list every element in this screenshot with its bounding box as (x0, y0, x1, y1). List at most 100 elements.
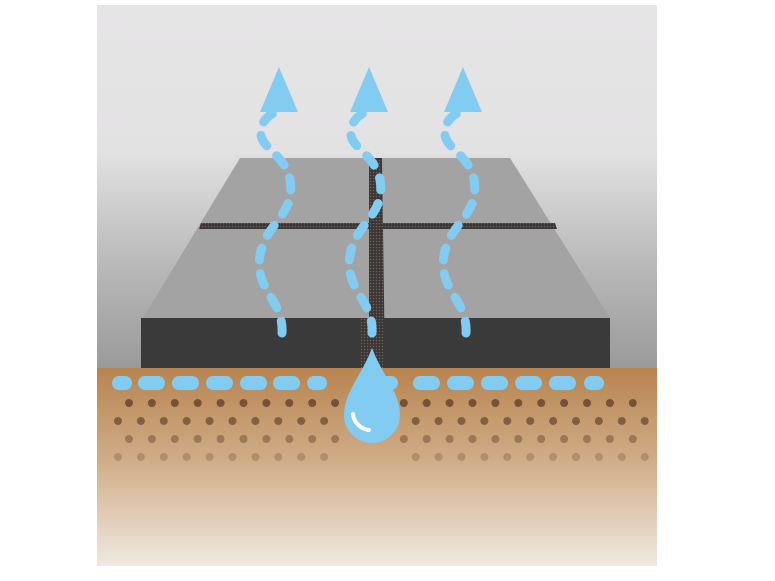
soil-pebble (503, 417, 512, 425)
soil-pebble (445, 435, 454, 443)
soil-pebble (274, 453, 283, 461)
soil-pebble (526, 417, 535, 425)
soil-pebble (205, 417, 214, 425)
soil-pebble (514, 399, 523, 407)
soil-pebble (251, 417, 260, 425)
soil-pebble (503, 453, 512, 461)
soil-pebble (434, 453, 443, 461)
soil-pebble (549, 417, 558, 425)
evaporation-arrow-icon (438, 67, 482, 338)
soil-pebble (262, 435, 271, 443)
soil-pebble (572, 453, 580, 461)
soil-pebble (136, 453, 145, 461)
soil-pebble (434, 417, 443, 425)
soil-pebble (594, 417, 603, 425)
water-dash (307, 376, 327, 390)
soil-pebble (480, 453, 489, 461)
soil-pebble (491, 399, 500, 407)
soil-pebble (170, 435, 179, 443)
soil-pebble (125, 399, 133, 407)
water-dash (273, 376, 300, 390)
soil-pebble (537, 399, 546, 407)
soil-pebble (411, 417, 420, 425)
soil-pebble (308, 435, 317, 443)
water-drop-icon (344, 348, 400, 443)
water-dash (112, 376, 132, 390)
water-dash (413, 376, 440, 390)
soil-pebble (297, 417, 306, 425)
water-dash (447, 376, 474, 390)
soil-pebble (457, 453, 466, 461)
soil-marks (112, 376, 649, 461)
evaporation-arrow-icon (344, 67, 388, 338)
soil-pebble (147, 399, 156, 407)
soil-pebble (628, 435, 637, 443)
soil-pebble (617, 417, 626, 425)
soil-pebble (594, 453, 603, 461)
soil-pebble (605, 399, 614, 407)
soil-pebble (331, 435, 340, 443)
soil-pebble (114, 453, 122, 461)
soil-pebble (640, 417, 649, 425)
soil-pebble (193, 399, 202, 407)
soil-pebble (560, 435, 569, 443)
soil-pebble (228, 417, 237, 425)
water-dash (172, 376, 199, 390)
soil-pebble (320, 453, 329, 461)
soil-pebble (583, 399, 591, 407)
soil-pebble (308, 399, 317, 407)
soil-pebble (583, 435, 591, 443)
soil-pebble (228, 453, 237, 461)
soil-pebble (572, 417, 580, 425)
soil-pebble (170, 399, 179, 407)
soil-pebble (182, 453, 191, 461)
soil-pebble (147, 435, 156, 443)
soil-pebble (274, 417, 283, 425)
soil-pebble (182, 417, 191, 425)
soil-pebble (537, 435, 546, 443)
soil-pebble (125, 435, 133, 443)
soil-pebble (480, 417, 489, 425)
soil-pebble (640, 453, 649, 461)
soil-pebble (457, 417, 466, 425)
drop-highlight (351, 412, 371, 432)
soil-pebble (285, 399, 294, 407)
soil-pebble (114, 417, 122, 425)
water-dash (138, 376, 165, 390)
soil-pebble (549, 453, 558, 461)
water-dash (584, 376, 604, 390)
soil-pebble (320, 417, 329, 425)
soil-pebble (628, 399, 637, 407)
paver-joint-horizontal (199, 223, 557, 229)
soil-pebble (605, 435, 614, 443)
soil-pebble (468, 435, 477, 443)
soil-pebble (297, 453, 306, 461)
soil-pebble (216, 399, 225, 407)
soil-pebble (422, 435, 431, 443)
soil-pebble (216, 435, 225, 443)
soil-pebble (251, 453, 260, 461)
water-dash (515, 376, 542, 390)
soil-pebble (399, 435, 408, 443)
soil-pebble (560, 399, 569, 407)
soil-pebble (331, 399, 340, 407)
soil-pebble (399, 399, 408, 407)
soil-pebble (239, 435, 248, 443)
soil-pebble (205, 453, 214, 461)
soil-pebble (526, 453, 535, 461)
soil-pebble (445, 399, 454, 407)
soil-pebble (422, 399, 431, 407)
evaporation-arrows (254, 67, 482, 338)
water-dash (481, 376, 508, 390)
water-dash (240, 376, 267, 390)
arrow-head (444, 67, 482, 112)
soil-pebble (159, 417, 168, 425)
soil-pebble (239, 399, 248, 407)
evaporation-arrow-icon (254, 67, 298, 338)
soil-pebble (411, 453, 420, 461)
soil-pebble (514, 435, 523, 443)
water-dash (549, 376, 576, 390)
soil-pebble (285, 435, 294, 443)
water-dash (206, 376, 233, 390)
